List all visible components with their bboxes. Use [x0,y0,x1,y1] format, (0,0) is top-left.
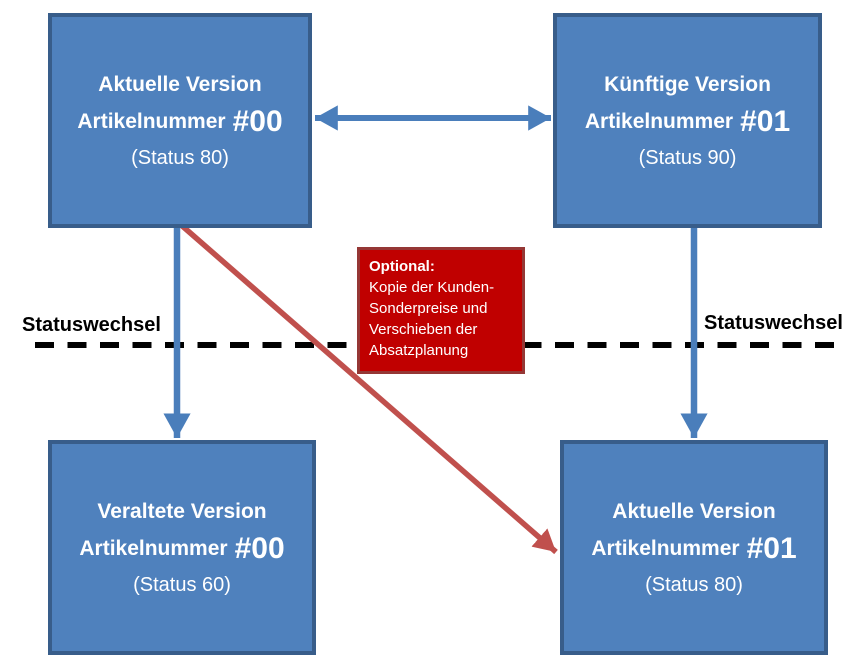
article-label: Artikelnummer [591,536,740,560]
box-status: (Status 60) [133,573,231,596]
box-status: (Status 80) [131,146,229,169]
article-number: #00 [234,531,285,565]
box-title: Künftige Version [604,72,771,96]
note-line: Absatzplanung [369,342,469,359]
article-number: #00 [232,104,283,138]
note-line: Kopie der Kunden- [369,279,495,296]
box-kuenftige-version-01: Künftige Version Artikelnummer #01 (Stat… [553,13,822,228]
label-statuswechsel-right: Statuswechsel [704,312,843,334]
box-title: Veraltete Version [97,499,267,523]
box-aktuelle-version-01: Aktuelle Version Artikelnummer #01 (Stat… [560,440,828,655]
box-title: Aktuelle Version [612,499,776,523]
note-line: Sonderpreise und [369,300,488,317]
box-title: Aktuelle Version [98,72,262,96]
article-label: Artikelnummer [77,109,226,133]
article-number: #01 [740,104,791,138]
arrow-red-diagonal [178,221,558,555]
box-veraltete-version-00: Veraltete Version Artikelnummer #00 (Sta… [48,440,316,655]
article-label: Artikelnummer [584,109,734,133]
box-article-line: Artikelnummer #00 [79,528,284,570]
box-article-line: Artikelnummer #01 [585,101,790,143]
box-status: (Status 80) [645,573,743,596]
article-label: Artikelnummer [79,536,228,560]
box-status: (Status 90) [638,146,737,169]
box-aktuelle-version-00: Aktuelle Version Artikelnummer #00 (Stat… [48,13,312,228]
box-article-line: Artikelnummer #00 [77,101,282,143]
article-number: #01 [746,531,797,565]
box-article-line: Artikelnummer #01 [591,528,796,570]
note-title: Optional: [369,258,435,275]
note-line: Verschieben der [369,321,478,338]
label-statuswechsel-left: Statuswechsel [22,314,161,336]
note-optional: Optional: Kopie der Kunden- Sonderpreise… [357,247,525,374]
